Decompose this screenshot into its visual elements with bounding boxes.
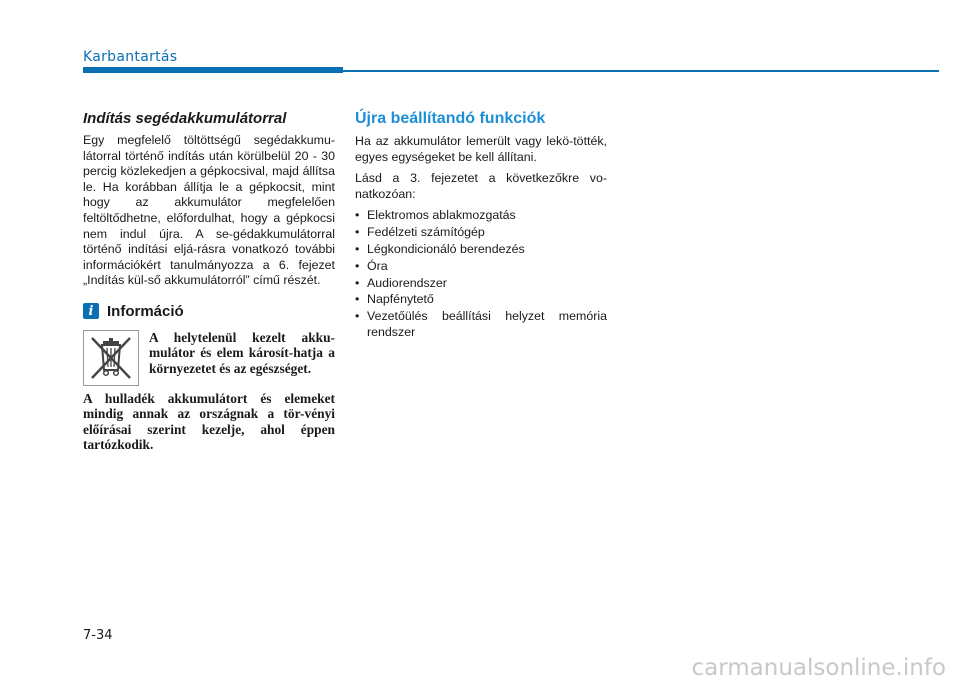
list-item: Vezetőülés beállítási helyzet memória re… — [355, 309, 607, 340]
list-item: Elektromos ablakmozgatás — [355, 208, 607, 224]
battery-warning-text: A helytelenül kezelt akku-mulátor és ele… — [149, 329, 335, 376]
reset-para-1: Ha az akkumulátor lemerült vagy lekö-töt… — [355, 134, 607, 164]
page-number: 7-34 — [83, 628, 113, 643]
info-icon: i — [83, 303, 99, 320]
info-header: i Információ — [83, 303, 335, 320]
reset-items-list: Elektromos ablakmozgatás Fedélzeti számí… — [355, 208, 607, 340]
watermark: carmanualsonline.info — [691, 655, 946, 681]
reset-functions-heading: Újra beállítandó funkciók — [355, 110, 546, 127]
section-title: Karbantartás — [83, 49, 178, 65]
list-item: Légkondicionáló berendezés — [355, 242, 607, 258]
battery-disposal-text: A hulladék akkumulátort és elemeket mind… — [83, 390, 335, 453]
header-rule-thin — [343, 70, 939, 72]
header-rule-thick — [83, 67, 343, 73]
left-column: Indítás segédakkumulátorral Egy megfelel… — [83, 110, 335, 453]
info-block: A helytelenül kezelt akku-mulátor és ele… — [83, 329, 335, 453]
jumpstart-paragraph: Egy megfelelő töltöttségű segédakkumu-lá… — [83, 133, 335, 288]
list-item: Audiorendszer — [355, 276, 607, 292]
reset-para-2: Lásd a 3. fejezetet a következőkre vo-na… — [355, 171, 607, 201]
jumpstart-heading: Indítás segédakkumulátorral — [83, 110, 287, 127]
right-column: Újra beállítandó funkciók Ha az akkumulá… — [355, 110, 607, 341]
info-title: Információ — [107, 302, 184, 320]
list-item: Fedélzeti számítógép — [355, 225, 607, 241]
crossed-bin-icon — [83, 329, 139, 386]
list-item: Napfénytető — [355, 292, 607, 308]
list-item: Óra — [355, 259, 607, 275]
info-row: A helytelenül kezelt akku-mulátor és ele… — [83, 329, 335, 386]
